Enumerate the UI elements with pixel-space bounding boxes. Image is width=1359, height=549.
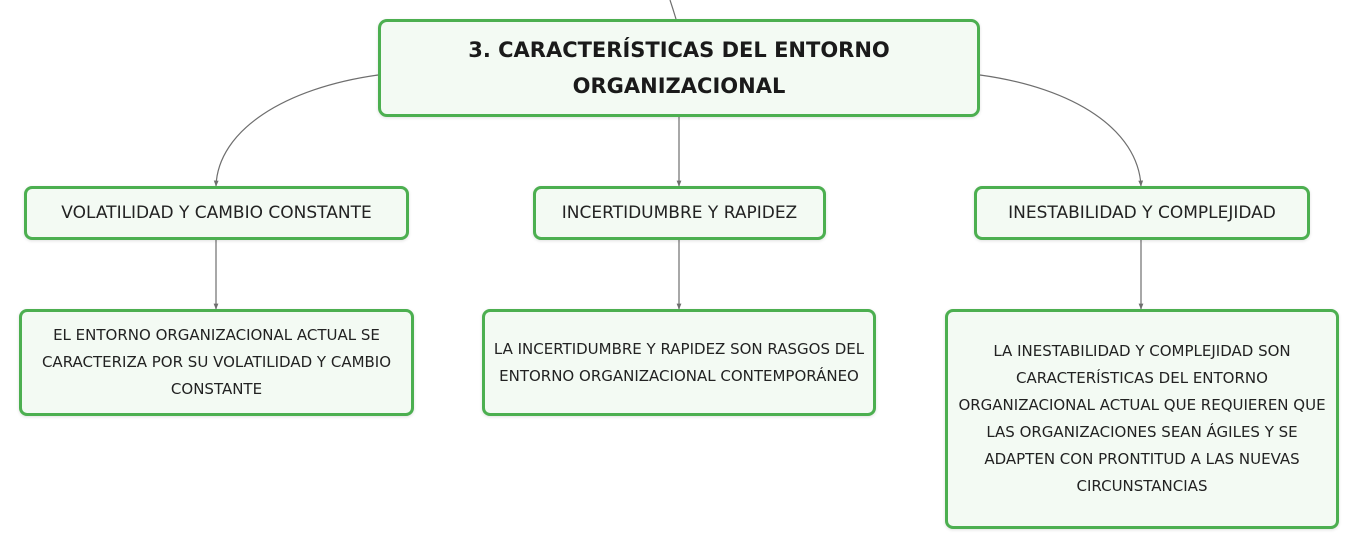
branch-node-volatilidad[interactable]: VOLATILIDAD Y CAMBIO CONSTANTE	[24, 186, 409, 240]
detail-text-inestabilidad: LA INESTABILIDAD Y COMPLEJIDAD SON CARAC…	[958, 342, 1326, 495]
detail-text-incertidumbre: LA INCERTIDUMBRE Y RAPIDEZ SON RASGOS DE…	[493, 339, 865, 385]
detail-node-inestabilidad[interactable]: LA INESTABILIDAD Y COMPLEJIDAD SON CARAC…	[945, 309, 1339, 529]
branch-label-volatilidad: VOLATILIDAD Y CAMBIO CONSTANTE	[61, 203, 372, 223]
branch-node-incertidumbre[interactable]: INCERTIDUMBRE Y RAPIDEZ	[533, 186, 826, 240]
root-topic-node[interactable]: 3. CARACTERÍSTICAS DEL ENTORNO ORGANIZAC…	[378, 19, 980, 117]
branch-label-inestabilidad: INESTABILIDAD Y COMPLEJIDAD	[1008, 203, 1276, 223]
detail-text-volatilidad: EL ENTORNO ORGANIZACIONAL ACTUAL SE CARA…	[41, 326, 392, 398]
connector-root-to-branch-3	[979, 74, 1144, 187]
detail-node-volatilidad[interactable]: EL ENTORNO ORGANIZACIONAL ACTUAL SE CARA…	[19, 309, 414, 416]
branch-label-incertidumbre: INCERTIDUMBRE Y RAPIDEZ	[561, 203, 798, 223]
connector-root-to-branch-1	[213, 74, 379, 187]
branch-node-inestabilidad[interactable]: INESTABILIDAD Y COMPLEJIDAD	[974, 186, 1310, 240]
root-topic-label: 3. CARACTERÍSTICAS DEL ENTORNO ORGANIZAC…	[468, 38, 890, 98]
detail-node-incertidumbre[interactable]: LA INCERTIDUMBRE Y RAPIDEZ SON RASGOS DE…	[482, 309, 876, 416]
connector-parent-to-root	[669, 0, 677, 20]
